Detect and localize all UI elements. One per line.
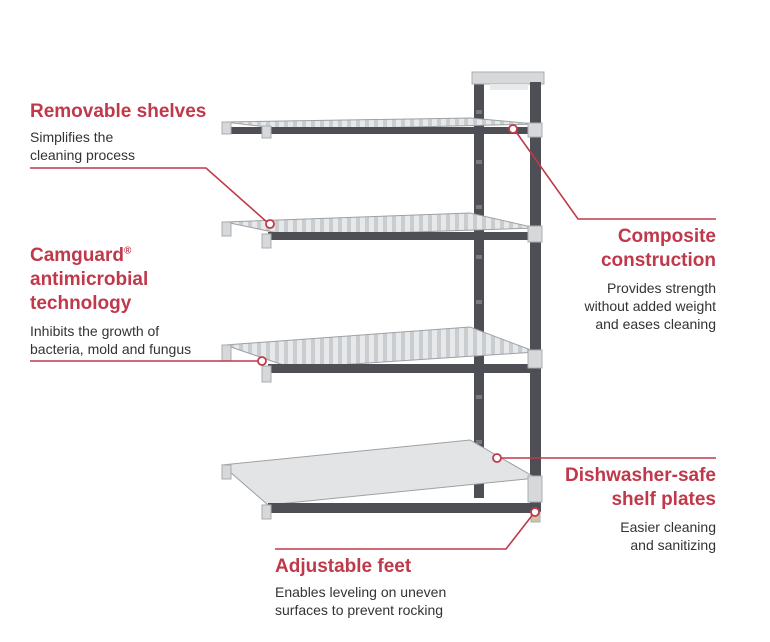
camguard-title-line1: Camguard xyxy=(30,245,124,266)
adjustable-feet-desc: Enables leveling on uneven surfaces to p… xyxy=(275,584,447,618)
leader-feet xyxy=(275,512,535,550)
camguard-desc: Inhibits the growth of bacteria, mold an… xyxy=(30,323,192,357)
removable-shelves-title: Removable shelves xyxy=(30,101,207,122)
front-post xyxy=(530,82,541,512)
composite-desc: Provides strength without added weight a… xyxy=(584,280,716,332)
dishwasher-title: Dishwasher-safe shelf plates xyxy=(564,465,716,510)
registered-mark: ® xyxy=(123,245,132,257)
shelf-1 xyxy=(221,117,543,139)
callout-composite-construction: Composite construction Provides strength… xyxy=(516,225,716,333)
shelf-4 xyxy=(220,439,543,520)
removable-shelves-desc: Simplifies the cleaning process xyxy=(30,129,136,163)
dishwasher-desc: Easier cleaning and sanitizing xyxy=(620,519,716,553)
callout-adjustable-feet: Adjustable feet Enables leveling on unev… xyxy=(275,555,446,619)
shelf-3 xyxy=(221,326,543,383)
camguard-title-rest: antimicrobial technology xyxy=(30,269,149,314)
composite-title: Composite construction xyxy=(600,226,716,271)
callout-dishwasher-safe: Dishwasher-safe shelf plates Easier clea… xyxy=(516,464,716,554)
shelf-2 xyxy=(221,212,543,249)
leader-removable xyxy=(30,167,269,224)
callout-camguard: Camguard® antimicrobial technology Inhib… xyxy=(30,244,191,358)
camguard-title: Camguard® xyxy=(30,244,191,268)
callout-removable-shelves: Removable shelves Simplifies the cleanin… xyxy=(30,100,206,164)
rear-post xyxy=(474,78,484,498)
leader-dots xyxy=(257,124,540,517)
leader-lines xyxy=(30,128,716,550)
adjustable-feet-title: Adjustable feet xyxy=(275,556,412,577)
leader-composite xyxy=(513,128,716,220)
